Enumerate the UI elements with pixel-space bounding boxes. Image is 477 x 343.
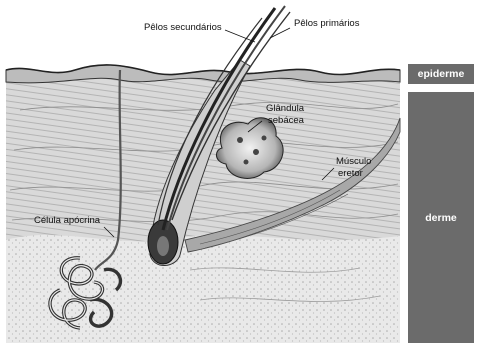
label-celula-apocrina: Célula apócrina xyxy=(34,215,100,226)
label-pelos-secundarios: Pêlos secundários xyxy=(144,22,222,33)
derme-bar: derme xyxy=(408,92,474,343)
label-glandula-line1: Glândula xyxy=(266,103,304,114)
label-pelos-primarios: Pêlos primários xyxy=(294,18,359,29)
label-musculo-line1: Músculo xyxy=(336,156,371,167)
epiderme-bar: epiderme xyxy=(408,64,474,84)
label-glandula-line2: sebácea xyxy=(268,115,304,126)
label-musculo-line2: eretor xyxy=(338,168,363,179)
